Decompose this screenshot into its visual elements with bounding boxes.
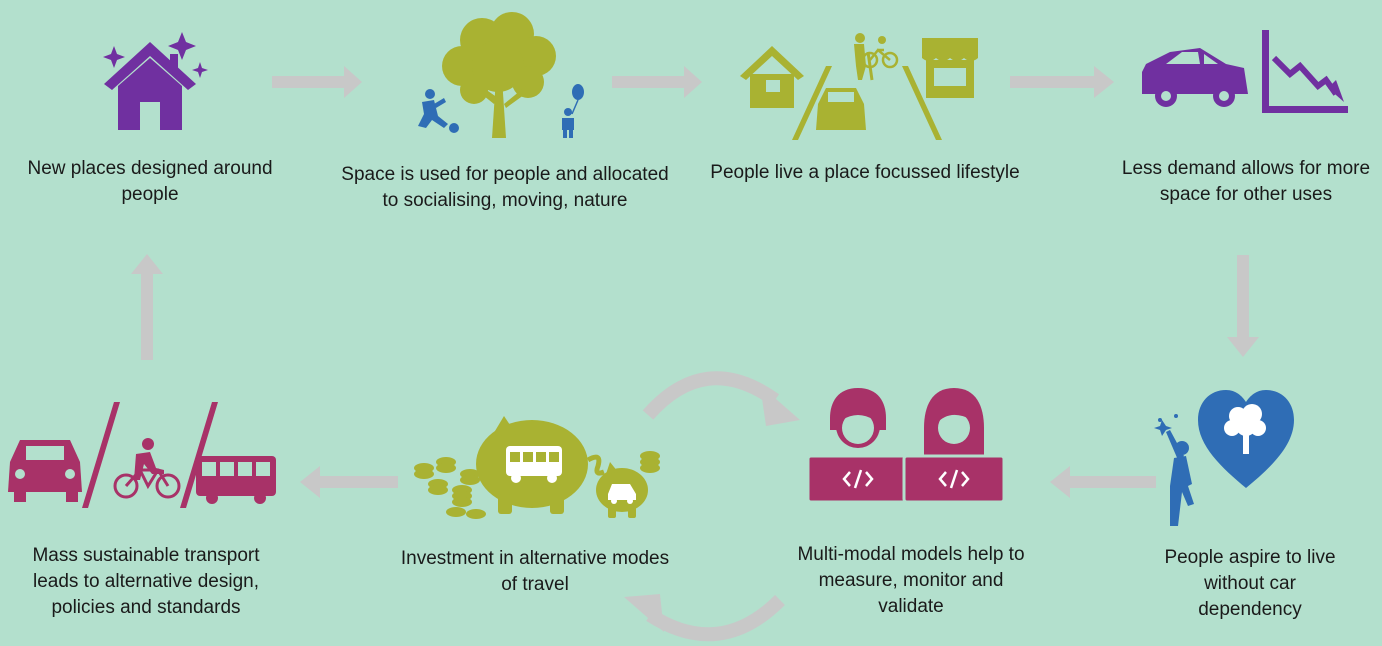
house-sparkle-icon (103, 32, 208, 130)
tree-people-icon (418, 12, 584, 138)
arrow-left-icon (1050, 466, 1156, 498)
arrow-left-icon (300, 466, 398, 498)
heart-tree-person-icon (1154, 390, 1294, 526)
street-shops-icon (740, 33, 978, 140)
step-label-aspire: People aspire to live without car depend… (1164, 547, 1336, 620)
arrow-up-icon (131, 254, 163, 360)
step-label-space-used: Space is used for people and allocated t… (341, 164, 669, 211)
step-label-multi-modal: Multi-modal models help to measure, moni… (797, 544, 1025, 617)
step-label-investment: Investment in alternative modes of trave… (400, 548, 670, 595)
arrow-right-icon (1010, 66, 1114, 98)
arrow-right-icon (612, 66, 702, 98)
loop-arrow-top-icon (642, 371, 800, 426)
developers-laptops-icon (806, 388, 1006, 504)
loop-arrow-bottom-icon (624, 594, 785, 642)
arrow-right-icon (272, 66, 362, 98)
arrow-down-icon (1227, 255, 1259, 357)
car-decline-icon (1142, 30, 1348, 113)
step-label-mass-transport: Mass sustainable transport leads to alte… (32, 545, 260, 618)
piggy-bank-coins-icon (414, 416, 660, 519)
step-label-place-lifestyle: People live a place focussed lifestyle (710, 162, 1020, 183)
step-label-less-demand: Less demand allows for more space for ot… (1121, 158, 1371, 205)
car-bike-bus-icon (8, 402, 276, 508)
step-label-new-places: New places designed around people (27, 158, 273, 205)
